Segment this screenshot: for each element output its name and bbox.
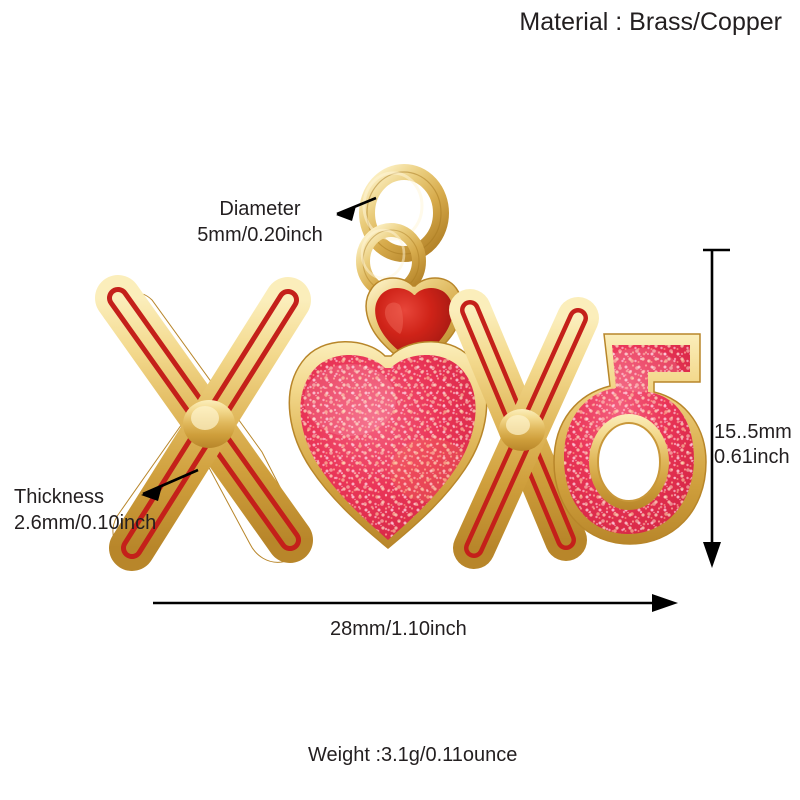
diameter-title: Diameter bbox=[219, 198, 301, 220]
material-label: Material : Brass/Copper bbox=[519, 8, 782, 36]
diameter-value: 5mm/0.20inch bbox=[197, 224, 323, 246]
thickness-label: Thickness 2.6mm/0.10inch bbox=[14, 484, 194, 536]
height-value-inch: 0.61inch bbox=[714, 446, 790, 468]
width-label: 28mm/1.10inch bbox=[330, 618, 467, 640]
glitter-heart-icon bbox=[288, 341, 488, 549]
thickness-title: Thickness bbox=[14, 486, 105, 508]
diameter-label: Diameter 5mm/0.20inch bbox=[182, 196, 338, 248]
height-label: 15..5mm 0.61inch bbox=[714, 420, 792, 470]
thickness-value: 2.6mm/0.10inch bbox=[14, 512, 157, 534]
letter-o-right bbox=[553, 333, 707, 545]
height-value-mm: 15..5mm bbox=[714, 421, 792, 443]
weight-label: Weight :3.1g/0.11ounce bbox=[308, 744, 518, 766]
letter-x-right bbox=[449, 289, 599, 569]
letter-x-left bbox=[95, 275, 313, 571]
